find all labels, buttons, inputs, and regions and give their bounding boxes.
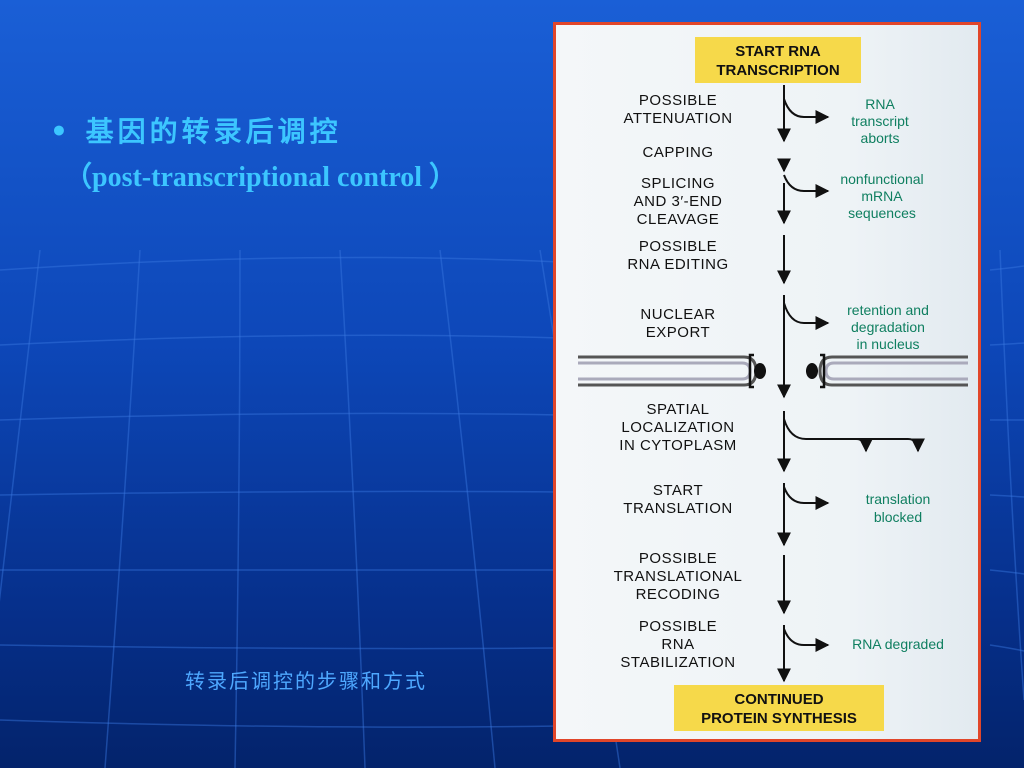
outcome-transcript-aborts: RNA transcript aborts	[851, 96, 909, 146]
step-label: SPATIAL	[647, 401, 710, 418]
start-box-line-2: TRANSCRIPTION	[716, 62, 839, 79]
end-box: CONTINUED PROTEIN SYNTHESIS	[674, 685, 884, 731]
step-splicing: SPLICING AND 3′-END CLEAVAGE	[634, 175, 723, 228]
figure-caption: 转录后调控的步骤和方式	[185, 669, 427, 693]
step-rna-stabilization: POSSIBLE RNA STABILIZATION	[620, 618, 735, 671]
step-label: RNA EDITING	[627, 256, 728, 273]
step-label: START	[653, 482, 703, 499]
outcome-nonfunctional-mrna: nonfunctional mRNA sequences	[840, 171, 923, 221]
step-label: STABILIZATION	[620, 654, 735, 671]
branch-arrow-aborts	[783, 98, 830, 124]
step-label: POSSIBLE	[639, 238, 717, 255]
step-label: CLEAVAGE	[637, 211, 720, 228]
outcome-rna-degraded: RNA degraded	[852, 636, 944, 652]
bullet-subtitle: （post-transcriptional control ）	[64, 162, 458, 193]
outcome-label: RNA degraded	[852, 636, 944, 652]
step-label: EXPORT	[646, 324, 710, 341]
outcome-label: degradation	[851, 319, 925, 335]
step-label: RNA	[661, 636, 694, 653]
step-possible-attenuation: POSSIBLE ATTENUATION	[623, 92, 732, 127]
branch-arrow-blocked	[783, 486, 830, 510]
nuclear-pore-right	[806, 353, 826, 389]
bullet-title: • 基因的转录后调控	[50, 115, 342, 148]
end-box-line-1: CONTINUED	[734, 691, 823, 708]
outcome-label: blocked	[874, 509, 922, 525]
step-label: ATTENUATION	[623, 110, 732, 127]
end-box-line-2: PROTEIN SYNTHESIS	[701, 710, 857, 727]
step-nuclear-export: NUCLEAR EXPORT	[640, 306, 715, 341]
step-label: CAPPING	[642, 144, 713, 161]
step-start-translation: START TRANSLATION	[623, 482, 732, 517]
nuclear-membrane-left	[578, 355, 758, 387]
step-label: NUCLEAR	[640, 306, 715, 323]
outcome-label: aborts	[861, 130, 900, 146]
step-label: IN CYTOPLASM	[619, 437, 736, 454]
branch-arrow-degraded	[783, 628, 830, 652]
nuclear-pore-left	[748, 353, 766, 389]
branch-arrow-retention	[783, 302, 830, 330]
step-translational-recoding: POSSIBLE TRANSLATIONAL RECODING	[614, 550, 743, 603]
outcome-retention-degradation: retention and degradation in nucleus	[847, 302, 929, 352]
outcome-translation-blocked: translation blocked	[866, 491, 931, 525]
step-capping: CAPPING	[642, 144, 713, 161]
outcome-label: sequences	[848, 205, 916, 221]
step-rna-editing: POSSIBLE RNA EDITING	[627, 238, 728, 273]
outcome-label: in nucleus	[856, 336, 919, 352]
outcome-label: translation	[866, 491, 931, 507]
start-box-line-1: START RNA	[735, 43, 821, 60]
branch-arrow-localization-2	[856, 438, 925, 453]
step-label: TRANSLATIONAL	[614, 568, 743, 585]
branch-arrows	[783, 98, 925, 652]
step-label: POSSIBLE	[639, 550, 717, 567]
nuclear-membrane-right	[818, 355, 968, 387]
flow-diagram: START RNA TRANSCRIPTION CONTINUED PROTEI…	[578, 37, 968, 731]
outcome-label: retention and	[847, 302, 929, 318]
outcome-label: nonfunctional	[840, 171, 923, 187]
step-label: SPLICING	[641, 175, 715, 192]
step-label: POSSIBLE	[639, 618, 717, 635]
step-label: LOCALIZATION	[621, 419, 734, 436]
step-label: POSSIBLE	[639, 92, 717, 109]
start-box: START RNA TRANSCRIPTION	[695, 37, 861, 83]
step-label: RECODING	[636, 586, 721, 603]
branch-arrow-nonfunctional	[783, 174, 830, 198]
step-label: AND 3′-END	[634, 193, 723, 210]
post-transcriptional-flow-figure: START RNA TRANSCRIPTION CONTINUED PROTEI…	[553, 22, 981, 742]
branch-arrow-localization-1	[783, 418, 873, 453]
step-spatial-localization: SPATIAL LOCALIZATION IN CYTOPLASM	[619, 401, 736, 454]
step-label: TRANSLATION	[623, 500, 732, 517]
outcome-label: transcript	[851, 113, 909, 129]
outcome-label: RNA	[865, 96, 895, 112]
outcome-label: mRNA	[861, 188, 903, 204]
